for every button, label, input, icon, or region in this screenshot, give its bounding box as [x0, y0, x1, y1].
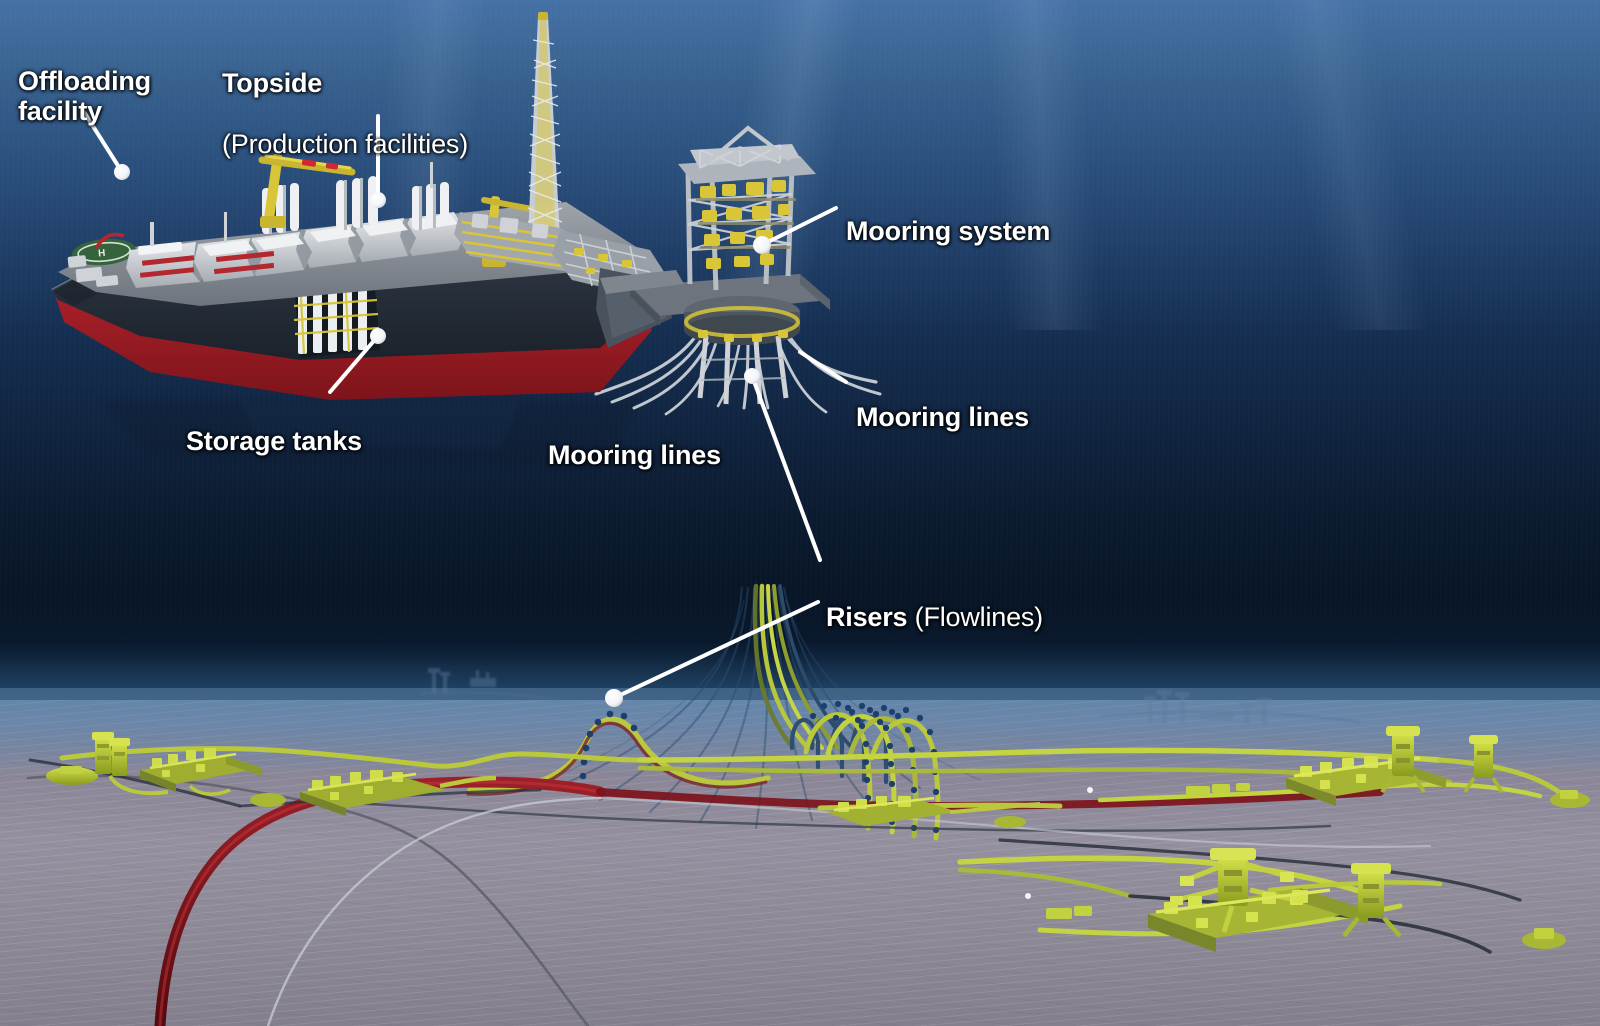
label-risers: Risers (Flowlines) [826, 572, 1043, 632]
label-mooring-lines-left: Mooring lines [548, 410, 721, 470]
label-topside-text: Topside [222, 68, 323, 99]
label-risers-text: Risers [826, 602, 908, 633]
seabed-sand-ripples [0, 700, 1600, 1026]
label-offloading-facility: Offloading facility [18, 36, 151, 127]
label-mooring-lines-left-text: Mooring lines [548, 440, 721, 471]
label-storage-tanks-text: Storage tanks [186, 426, 362, 457]
label-mooring-system-text: Mooring system [846, 216, 1051, 247]
label-risers-sub: (Flowlines) [907, 602, 1044, 633]
label-mooring-lines-right: Mooring lines [856, 372, 1029, 432]
label-mooring-lines-right-text: Mooring lines [856, 402, 1029, 433]
label-mooring-system: Mooring system [846, 186, 1050, 246]
label-storage-tanks: Storage tanks [186, 396, 362, 456]
seabed-floor [0, 700, 1600, 1026]
label-offloading-facility-text: Offloading facility [18, 66, 151, 127]
label-topside-sub: (Production facilities) [222, 128, 468, 159]
label-topside: Topside (Production facilities) [222, 38, 468, 159]
